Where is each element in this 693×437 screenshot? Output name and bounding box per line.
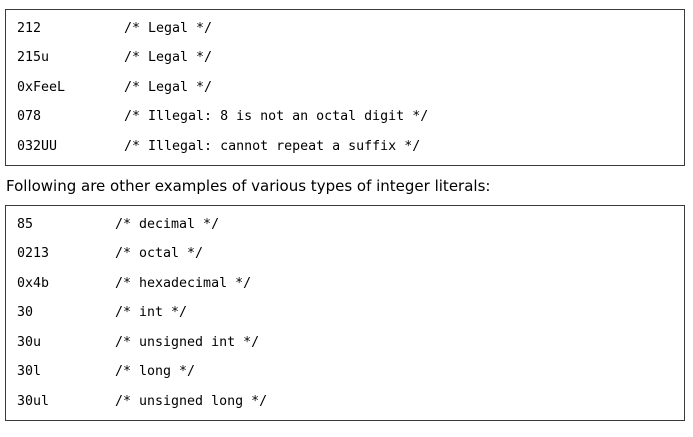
code-literal: 85 [17,217,34,232]
code-line: 85 /* decimal */ [17,215,219,235]
code-literal: 30ul [17,394,50,409]
code-comment: /* octal */ [115,246,204,261]
code-comment: /* Legal */ [124,21,213,36]
code-comment: /* int */ [115,305,188,320]
code-comment: /* Legal */ [124,80,213,95]
code-line: 078 /* Illegal: 8 is not an octal digit *… [17,107,428,127]
code-line: 30ul /* unsigned long */ [17,392,267,412]
code-comment: /* hexadecimal */ [115,276,252,291]
code-line: 0xFeeL /* Legal */ [17,78,212,98]
code-literal: 0x4b [17,276,50,291]
code-line: 0213 /* octal */ [17,244,203,264]
code-literal: 30 [17,305,34,320]
code-line: 212 /* Legal */ [17,19,212,39]
code-line: 30u /* unsigned int */ [17,333,259,353]
code-comment: /* Illegal: cannot repeat a suffix */ [124,139,421,154]
code-literal: 215u [17,50,50,65]
code-line: 215u /* Legal */ [17,48,212,68]
code-comment: /* decimal */ [115,217,220,232]
code-line: 30 /* int */ [17,303,187,323]
code-literal: 212 [17,21,42,36]
code-literal: 0213 [17,246,50,261]
code-comment: /* long */ [115,364,196,379]
code-comment: /* unsigned long */ [115,394,268,409]
code-comment: /* Legal */ [124,50,213,65]
code-block-literal-types: 85 /* decimal */ 0213 /* octal */ 0x4b /* h… [5,205,685,421]
code-literal: 032UU [17,139,58,154]
code-literal: 078 [17,109,42,124]
code-comment: /* unsigned int */ [115,335,260,350]
code-line: 30l /* long */ [17,362,195,382]
code-literal: 30l [17,364,42,379]
code-literal: 30u [17,335,42,350]
code-line: 0x4b /* hexadecimal */ [17,274,251,294]
code-literal: 0xFeeL [17,80,66,95]
code-block-legal-illegal: 212 /* Legal */ 215u /* Legal */ 0xFeeL /* … [5,9,685,166]
code-line: 032UU /* Illegal: cannot repeat a suffix … [17,137,420,157]
code-comment: /* Illegal: 8 is not an octal digit */ [124,109,429,124]
intro-paragraph: Following are other examples of various … [6,177,491,195]
